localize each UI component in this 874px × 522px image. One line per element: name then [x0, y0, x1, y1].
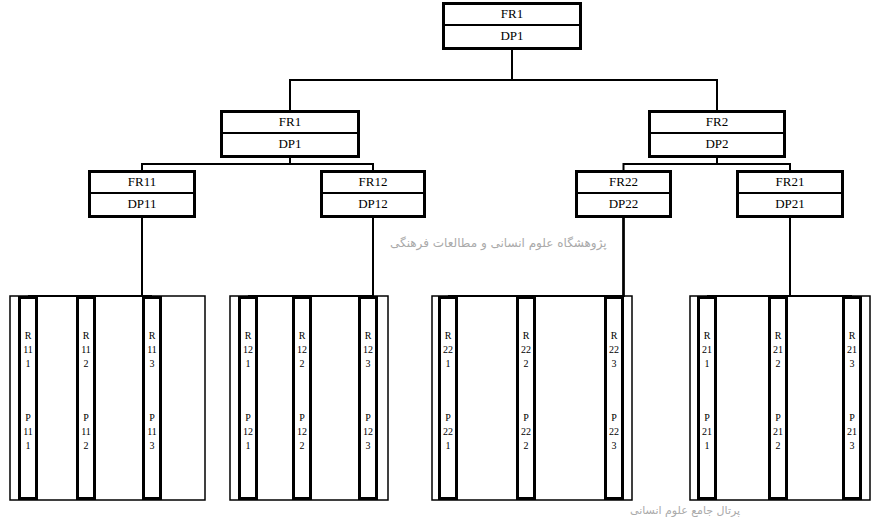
leaf-column: R123P123 — [358, 296, 378, 500]
design-parameter: DP12 — [358, 197, 388, 211]
box-half: DP12 — [323, 194, 423, 215]
box-half: FR21 — [739, 173, 841, 194]
requirement-label: R222 — [521, 329, 531, 371]
tree-connector — [368, 218, 373, 296]
parameter-label: P221 — [443, 411, 453, 453]
requirement-box: FR12DP12 — [320, 170, 426, 218]
tree-connector — [142, 158, 290, 170]
box-half: DP21 — [739, 194, 841, 215]
leaf-column: R212P212 — [768, 296, 788, 500]
tree-connector — [302, 218, 373, 296]
requirement-box: FR2DP2 — [648, 110, 786, 158]
requirement-label: R112 — [81, 329, 91, 371]
tree-connector — [624, 158, 718, 170]
box-half: FR1 — [223, 113, 357, 134]
design-parameter: DP11 — [127, 197, 156, 211]
requirement-label: R221 — [443, 329, 453, 371]
tree-connector — [526, 218, 624, 296]
functional-requirement: FR1 — [279, 115, 301, 129]
box-half: FR11 — [91, 173, 193, 194]
tree-connector — [248, 218, 373, 296]
requirement-box: FR11DP11 — [88, 170, 196, 218]
leaf-column: R122P122 — [292, 296, 312, 500]
parameter-label: P222 — [521, 411, 531, 453]
parameter-label: P212 — [773, 411, 783, 453]
group-frame — [10, 296, 205, 500]
design-parameter: DP22 — [609, 197, 639, 211]
parameter-label: P111 — [23, 411, 33, 453]
parameter-label: P213 — [847, 411, 857, 453]
box-half: DP2 — [651, 134, 783, 155]
functional-requirement: FR1 — [501, 7, 523, 21]
requirement-label: R123 — [363, 329, 373, 371]
requirement-label: R211 — [702, 329, 712, 371]
box-half: FR2 — [651, 113, 783, 134]
leaf-column: R223P223 — [604, 296, 624, 500]
parameter-label: P123 — [363, 411, 373, 453]
leaf-column: R222P222 — [516, 296, 536, 500]
leaf-column: R113P113 — [142, 296, 162, 500]
tree-connector — [614, 218, 624, 296]
requirement-label: R212 — [773, 329, 783, 371]
parameter-label: P211 — [702, 411, 712, 453]
functional-requirement: FR11 — [128, 175, 156, 189]
requirement-label: R122 — [297, 329, 307, 371]
functional-requirement: FR21 — [776, 175, 805, 189]
requirement-label: R223 — [609, 329, 619, 371]
tree-connector — [707, 218, 790, 296]
leaf-column: R111P111 — [18, 296, 38, 500]
parameter-label: P112 — [81, 411, 91, 453]
tree-connector — [86, 218, 142, 296]
parameter-label: P121 — [243, 411, 253, 453]
design-parameter: DP1 — [278, 137, 301, 151]
requirement-box: FR21DP21 — [736, 170, 844, 218]
tree-connector — [778, 218, 790, 296]
tree-connector — [512, 50, 717, 110]
box-half: FR1 — [445, 5, 579, 26]
design-parameter: DP2 — [705, 137, 728, 151]
tree-connector — [448, 218, 624, 296]
parameter-label: P113 — [147, 411, 157, 453]
box-half: DP1 — [445, 26, 579, 47]
leaf-column: R221P221 — [438, 296, 458, 500]
tree-connector — [717, 158, 790, 170]
box-half: FR12 — [323, 173, 423, 194]
leaf-column: R211P211 — [697, 296, 717, 500]
tree-connector — [142, 218, 152, 296]
box-half: DP1 — [223, 134, 357, 155]
tree-connector — [290, 50, 512, 110]
requirement-label: R113 — [147, 329, 157, 371]
leaf-column: R121P121 — [238, 296, 258, 500]
design-parameter: DP21 — [775, 197, 805, 211]
box-half: DP22 — [578, 194, 669, 215]
requirement-label: R111 — [23, 329, 33, 371]
tree-connector — [290, 158, 373, 170]
tree-connector — [790, 218, 852, 296]
design-parameter: DP1 — [500, 29, 523, 43]
group-frame — [690, 296, 870, 500]
group-frame — [230, 296, 388, 500]
functional-requirement: FR12 — [359, 175, 388, 189]
requirement-box: FR1DP1 — [442, 2, 582, 50]
requirement-label: R121 — [243, 329, 253, 371]
requirement-box: FR1DP1 — [220, 110, 360, 158]
requirement-box: FR22DP22 — [575, 170, 672, 218]
functional-requirement: FR22 — [609, 175, 638, 189]
functional-requirement: FR2 — [706, 115, 728, 129]
leaf-column: R112P112 — [76, 296, 96, 500]
tree-connector — [28, 218, 142, 296]
watermark: پژوهشگاه علوم انسانی و مطالعات فرهنگی — [390, 236, 607, 250]
parameter-label: P122 — [297, 411, 307, 453]
box-half: FR22 — [578, 173, 669, 194]
requirement-label: R213 — [847, 329, 857, 371]
parameter-label: P223 — [609, 411, 619, 453]
box-half: DP11 — [91, 194, 193, 215]
leaf-column: R213P213 — [842, 296, 862, 500]
group-frame — [432, 296, 632, 500]
watermark: پرتال جامع علوم انسانی — [630, 504, 740, 517]
